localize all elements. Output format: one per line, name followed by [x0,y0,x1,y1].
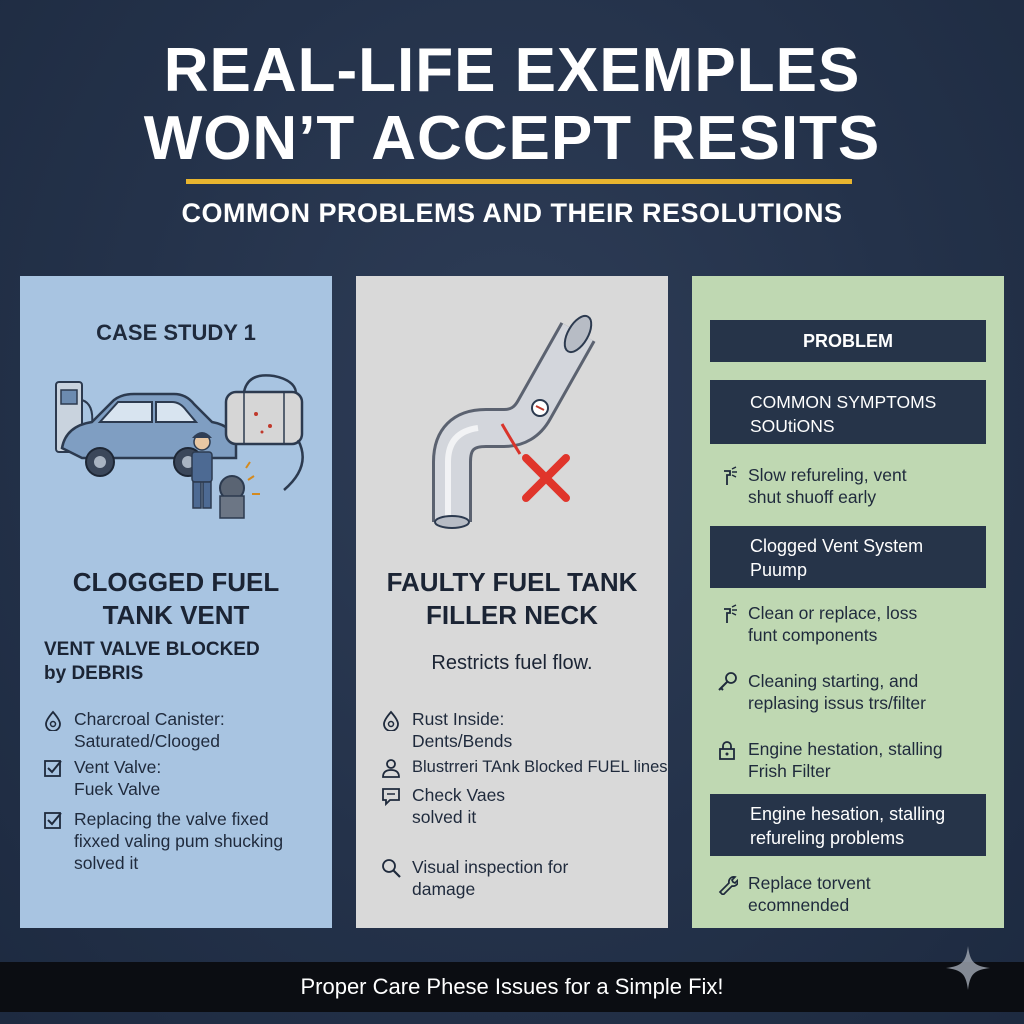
case-heading-line-1: FAULTY FUEL TANK [386,567,638,597]
car-fuel-pump-mechanic-illustration [55,374,304,519]
list-item-text: Check Vaes solved it [412,785,506,827]
page-title-line-1: REAL-LIFE EXEMPLES [163,36,861,105]
person-icon [382,759,400,778]
lock-icon [719,741,735,760]
list-item-text: Blustrreri TAnk Blocked FUEL lines [412,758,668,776]
case-heading-line-1: CLOGGED FUEL [72,567,280,597]
list-item-text: Engine hestation, stalling Frish Filter [748,739,943,781]
list-item: Charcroal Canister: Saturated/Clooged [42,708,225,752]
list-item: Clean or replace, loss funt components [716,602,917,646]
case-subheading-line-1: VENT VALVE BLOCKED [44,639,260,660]
magnifier-icon [382,859,401,878]
case-study-label: CASE STUDY 1 [96,320,256,345]
case-heading-line-2: TANK VENT [102,600,250,630]
footer-banner: Proper Care Phese Issues for a Simple Fi… [0,962,1024,1012]
filler-neck-panel: FAULTY FUEL TANK FILLER NECK Restricts f… [356,276,668,928]
list-item-text: Slow refureling, vent shut shuoff early [748,465,907,507]
page-title-line-2: WON’T ACCEPT RESITS [143,104,881,173]
list-item: Rust Inside: Dents/Bends [380,708,512,752]
key-icon [718,672,737,691]
list-item-text: Cleaning starting, and replasing issus t… [748,671,926,713]
problem-header-box: PROBLEM [710,320,986,362]
engine-hesitation-box: Engine hesation, stalling refureling pro… [710,794,986,856]
filler-neck-pipe-illustration [432,314,596,529]
page-subtitle: COMMON PROBLEMS AND THEIR RESOLUTIONS [181,198,843,228]
symptoms-header-box: COMMON SYMPTOMS SOUtiONS [710,380,986,444]
case-study-panel: CASE STUDY 1 CLOGGED FUEL TANK VENT VENT [20,276,332,928]
list-item-text: Replacing the valve fixed fixxed valing … [74,809,284,873]
spray-nozzle-icon [724,466,737,485]
list-item-text: Visual inspection for damage [412,857,569,899]
title-underline [186,179,852,184]
list-item-text: Rust Inside: Dents/Bends [412,709,513,751]
fuel-drop-icon [45,710,61,731]
clogged-vent-box: Clogged Vent System Puump [710,526,986,588]
fuel-drop-icon [383,710,399,731]
case-heading-line-2: FILLER NECK [426,600,598,630]
checkbox-icon [44,812,62,829]
list-item: Check Vaes solved it [380,784,505,828]
sparkle-icon [946,946,990,990]
list-item-text: Vent Valve: Fuek Valve [74,757,162,799]
list-item-text: Clean or replace, loss funt components [748,603,918,645]
list-item: Engine hestation, stalling Frish Filter [716,738,943,782]
list-item: Blustrreri TAnk Blocked FUEL lines [380,756,668,779]
wrench-icon [718,876,738,895]
problem-solution-panel: PROBLEM COMMON SYMPTOMS SOUtiONS Slow re… [692,276,1004,928]
list-item: Replace torvent ecomnended [716,872,871,916]
checkbox-icon [44,760,62,777]
list-item: Vent Valve: Fuek Valve [42,756,161,800]
list-item: Cleaning starting, and replasing issus t… [716,670,926,714]
chat-icon [382,788,400,807]
list-item-text: Charcroal Canister: Saturated/Clooged [74,709,225,751]
list-item: Replacing the valve fixed fixxed valing … [42,808,283,874]
spray-nozzle-icon [724,604,737,623]
list-item-text: Replace torvent ecomnended [748,873,871,915]
problem-note: Restricts fuel flow. [431,652,593,674]
list-item: Slow refureling, vent shut shuoff early [716,464,907,508]
list-item: Visual inspection for damage [380,856,568,900]
case-subheading-line-2: by DEBRIS [44,663,144,684]
